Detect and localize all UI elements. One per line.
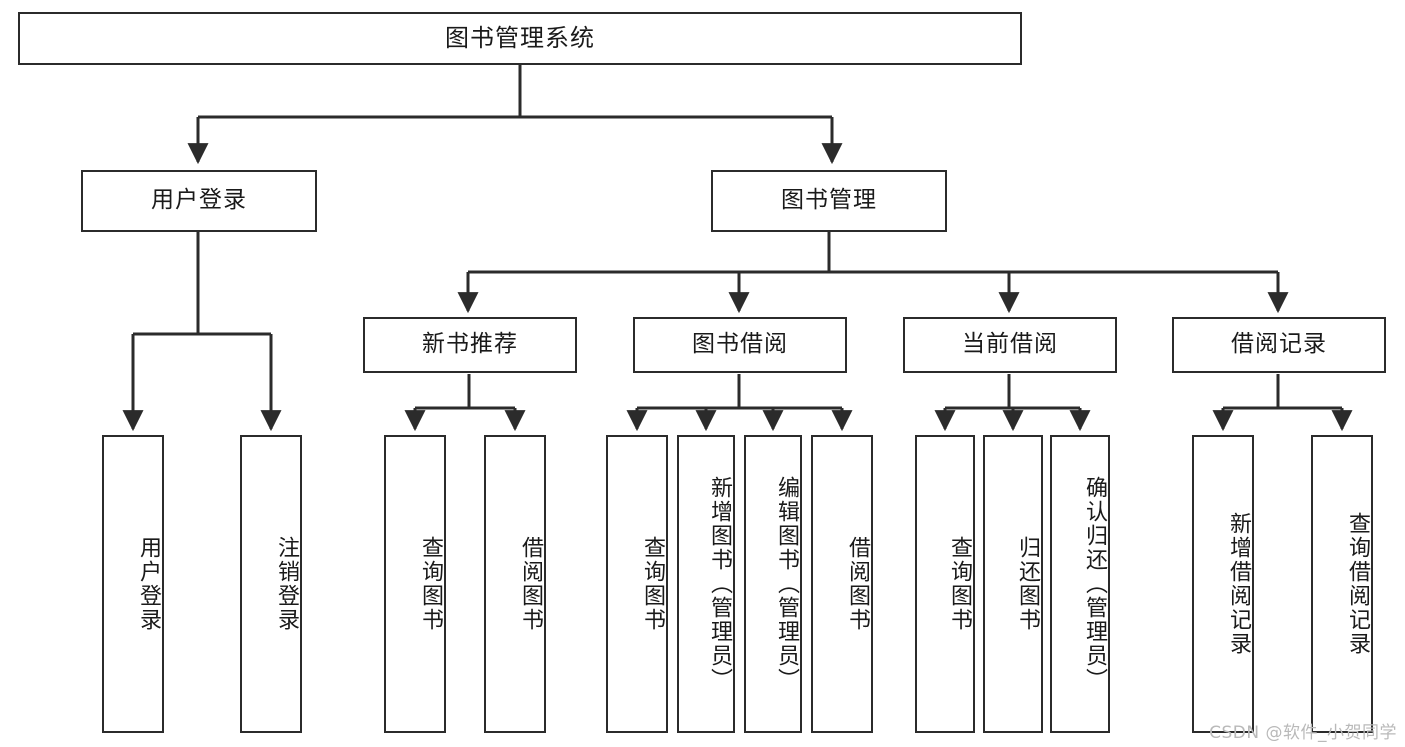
node-label: 编辑图书（管理员）: [774, 476, 799, 692]
leaf-book-borrow-lend[interactable]: 借阅图书: [811, 435, 873, 733]
node-current-borrow[interactable]: 当前借阅: [903, 317, 1117, 373]
leaf-new-book-query[interactable]: 查询图书: [384, 435, 446, 733]
leaf-current-borrow-return[interactable]: 归还图书: [983, 435, 1043, 733]
leaf-book-borrow-edit[interactable]: 编辑图书（管理员）: [744, 435, 802, 733]
node-book-management[interactable]: 图书管理: [711, 170, 947, 232]
leaf-user-login-login[interactable]: 用户登录: [102, 435, 164, 733]
node-user-login[interactable]: 用户登录: [81, 170, 317, 232]
leaf-borrow-record-add[interactable]: 新增借阅记录: [1192, 435, 1254, 733]
node-label: 图书借阅: [692, 331, 788, 358]
node-label: 用户登录: [136, 536, 161, 632]
leaf-book-borrow-query[interactable]: 查询图书: [606, 435, 668, 733]
leaf-current-borrow-confirm-return[interactable]: 确认归还（管理员）: [1050, 435, 1110, 733]
node-label: 新增图书（管理员）: [707, 476, 732, 692]
node-label: 新书推荐: [422, 331, 518, 358]
leaf-current-borrow-query[interactable]: 查询图书: [915, 435, 975, 733]
node-label: 归还图书: [1015, 536, 1040, 632]
node-label: 查询图书: [640, 536, 665, 632]
node-book-borrow[interactable]: 图书借阅: [633, 317, 847, 373]
node-label: 查询借阅记录: [1345, 512, 1370, 656]
node-label: 确认归还（管理员）: [1082, 476, 1107, 692]
leaf-borrow-record-query[interactable]: 查询借阅记录: [1311, 435, 1373, 733]
node-label: 用户登录: [151, 187, 247, 214]
node-label: 图书管理: [781, 187, 877, 214]
node-label: 注销登录: [274, 536, 299, 632]
leaf-user-login-logout[interactable]: 注销登录: [240, 435, 302, 733]
node-borrow-record[interactable]: 借阅记录: [1172, 317, 1386, 373]
node-new-book-recommend[interactable]: 新书推荐: [363, 317, 577, 373]
node-label: 借阅图书: [845, 536, 870, 632]
node-label: 当前借阅: [962, 331, 1058, 358]
node-label: 借阅记录: [1231, 331, 1327, 358]
node-label: 图书管理系统: [445, 24, 595, 53]
node-label: 查询图书: [418, 536, 443, 632]
node-label: 新增借阅记录: [1226, 512, 1251, 656]
watermark-csdn: CSDN @软件_小贺同学: [1209, 723, 1397, 743]
node-label: 查询图书: [947, 536, 972, 632]
node-root-system[interactable]: 图书管理系统: [18, 12, 1022, 65]
leaf-book-borrow-add[interactable]: 新增图书（管理员）: [677, 435, 735, 733]
leaf-new-book-borrow[interactable]: 借阅图书: [484, 435, 546, 733]
node-label: 借阅图书: [518, 536, 543, 632]
